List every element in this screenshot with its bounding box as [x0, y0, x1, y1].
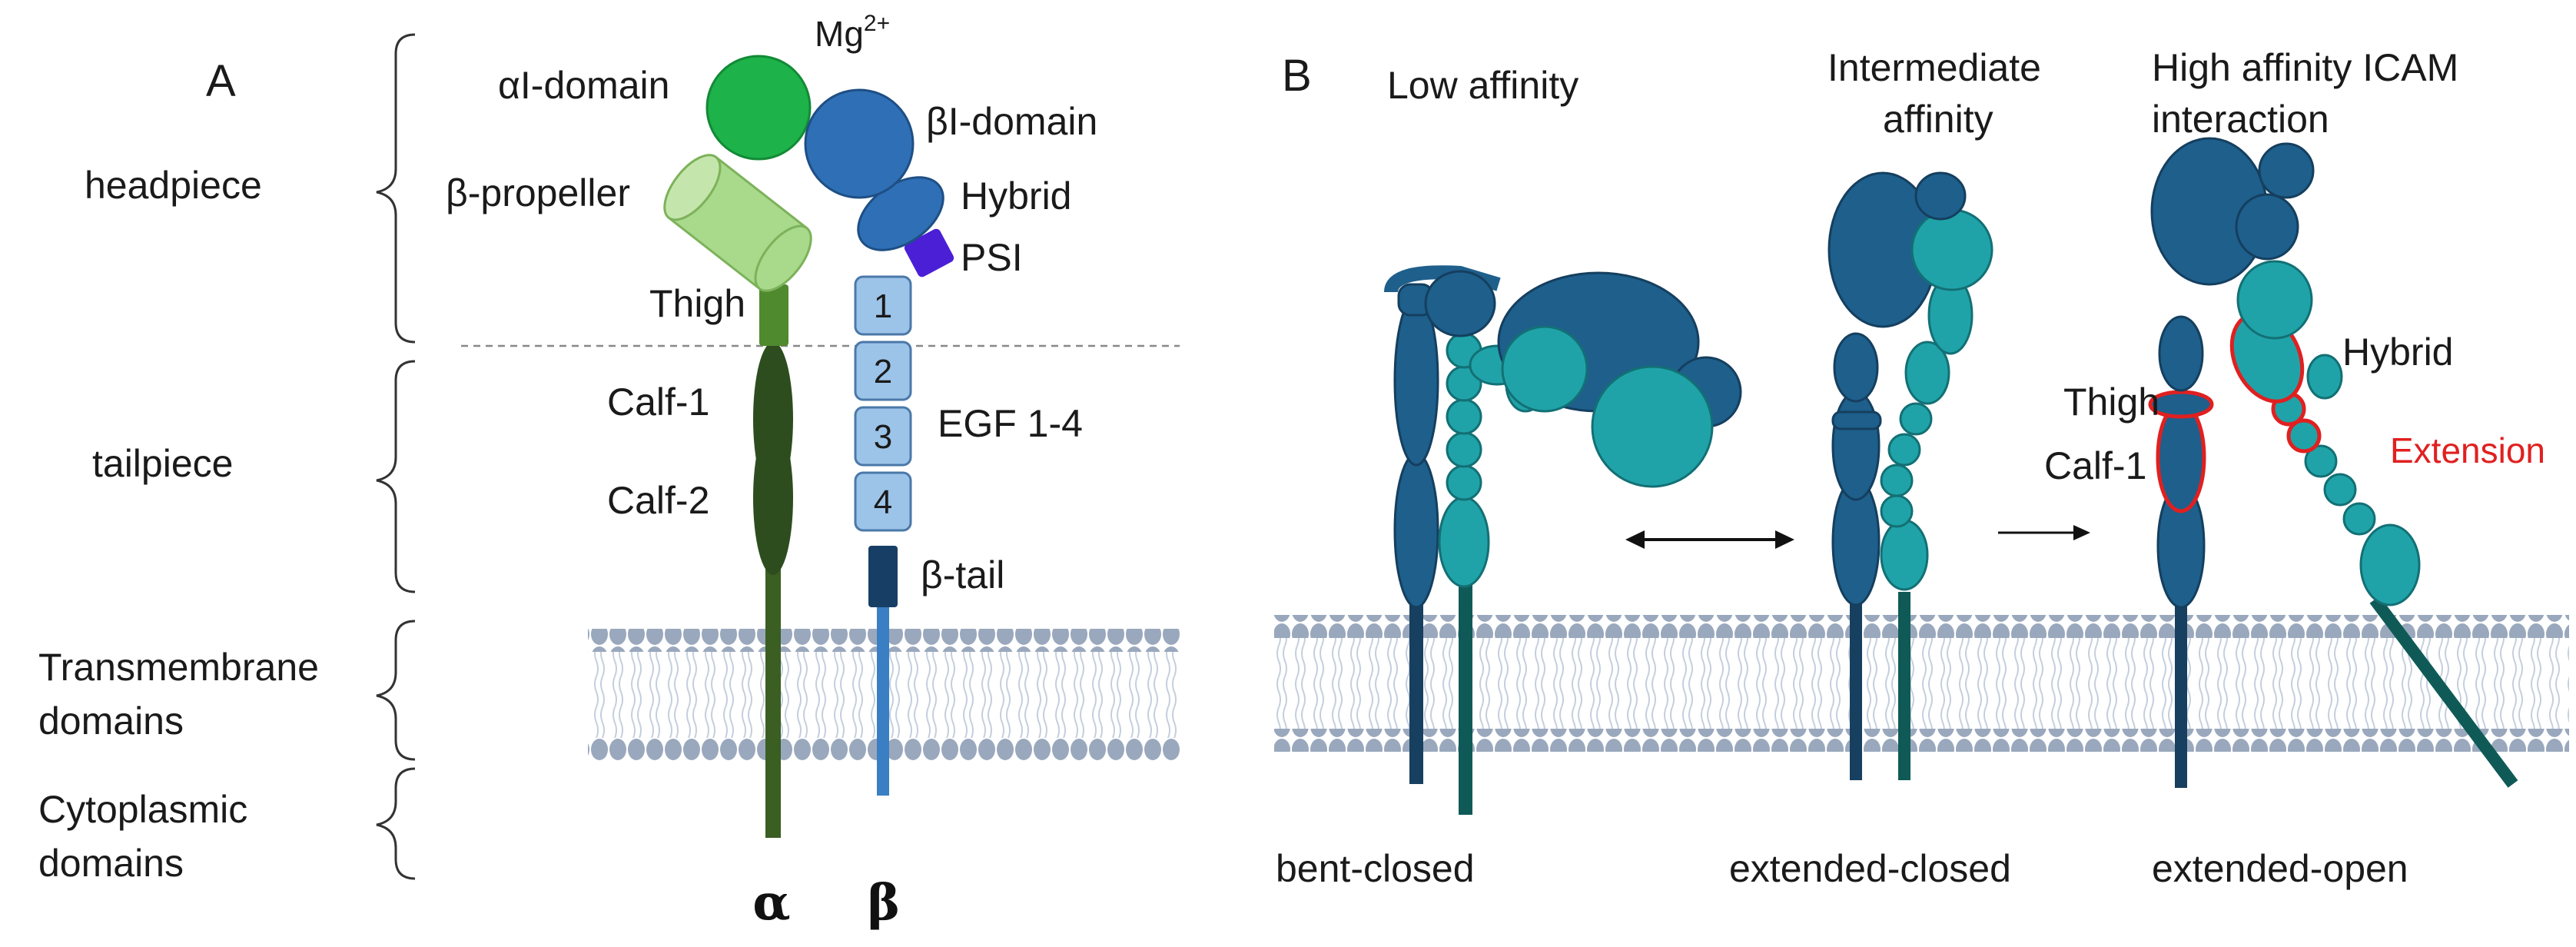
ai-domain-label: αI-domain	[498, 64, 669, 107]
egf-4	[854, 471, 912, 532]
hybrid-annotation: Hybrid	[2342, 331, 2453, 374]
psi-domain	[904, 228, 954, 277]
intermediate-affinity-label-line2: affinity	[1883, 98, 1993, 141]
membrane-b	[1274, 615, 2569, 752]
hybrid-label: Hybrid	[961, 174, 1071, 218]
egf-label: EGF 1-4	[938, 402, 1083, 445]
high-affinity-label-line2: interaction	[2152, 98, 2329, 141]
extension-annotation: Extension	[2390, 430, 2545, 470]
egf-number-1: 1	[874, 287, 892, 325]
extended-closed-integrin	[1827, 171, 1993, 780]
egf-3	[854, 406, 912, 467]
extension-highlight-lower	[2286, 418, 2322, 454]
thigh-highlight	[2148, 390, 2214, 419]
bent-closed-label: bent-closed	[1276, 847, 1475, 890]
tailpiece-brace	[376, 360, 416, 593]
thigh-domain	[759, 284, 788, 346]
alpha-chain	[663, 55, 812, 838]
bi-domain	[804, 88, 915, 199]
tailpiece-label: tailpiece	[92, 442, 233, 485]
panel-a-letter: A	[206, 56, 236, 106]
headpiece-label: headpiece	[85, 164, 262, 207]
panel-b: B Low affinity Intermediate affinity Hig…	[1274, 46, 2569, 890]
thigh-label: Thigh	[649, 282, 745, 325]
cytoplasmic-label-line2: domains	[38, 842, 184, 885]
region-braces	[376, 33, 416, 880]
beta-chain-label: β	[868, 874, 901, 932]
extended-closed-label: extended-closed	[1729, 847, 2011, 890]
headpiece-brace	[376, 33, 416, 344]
beta-stalk	[877, 607, 889, 796]
low-affinity-label: Low affinity	[1387, 64, 1578, 107]
transmembrane-brace	[376, 620, 416, 761]
alpha-chain-label: α	[752, 874, 790, 932]
calf-2-label: Calf-2	[607, 479, 709, 522]
egf-number-2: 2	[874, 353, 892, 390]
egf-domains	[854, 275, 912, 532]
egf-2	[854, 341, 912, 401]
bi-domain-label: βI-domain	[926, 100, 1097, 143]
thigh-annotation: Thigh	[2063, 380, 2159, 424]
b-tail-label: β-tail	[921, 553, 1004, 596]
panel-b-letter: B	[1282, 51, 1312, 101]
activation-arrow	[1998, 525, 2090, 540]
cytoplasmic-label-line1: Cytoplasmic	[38, 788, 247, 831]
mg-label: Mg2+	[815, 11, 890, 54]
transmembrane-label-line1: Transmembrane	[38, 646, 319, 689]
b-propeller-domain	[663, 154, 812, 292]
ai-domain	[705, 55, 812, 161]
intermediate-affinity-label-line1: Intermediate	[1827, 46, 2041, 89]
transmembrane-label-line2: domains	[38, 699, 184, 743]
cytoplasmic-brace	[376, 767, 416, 880]
bent-closed-integrin	[1384, 265, 1742, 815]
calf-1-annotation: Calf-1	[2044, 444, 2146, 487]
b-tail-domain	[868, 546, 898, 607]
calf-1-label: Calf-1	[607, 380, 709, 424]
extended-open-label: extended-open	[2152, 847, 2408, 890]
calf-1-highlight	[2156, 401, 2206, 513]
egf-number-3: 3	[874, 418, 892, 456]
egf-1	[854, 275, 912, 336]
psi-label: PSI	[961, 236, 1023, 279]
high-affinity-label-line1: High affinity ICAM	[2152, 46, 2458, 89]
alpha-stalk	[765, 569, 781, 838]
beta-chain: 1 2 3 4	[804, 88, 954, 796]
egf-number-4: 4	[874, 483, 892, 521]
b-propeller-label: β-propeller	[446, 171, 630, 214]
equilibrium-arrow	[1625, 530, 1794, 549]
extended-open-integrin	[2148, 137, 2518, 788]
panel-a: A headpiece tailpiece Transmembrane doma…	[38, 11, 1180, 932]
calf-1-domain	[753, 342, 793, 496]
